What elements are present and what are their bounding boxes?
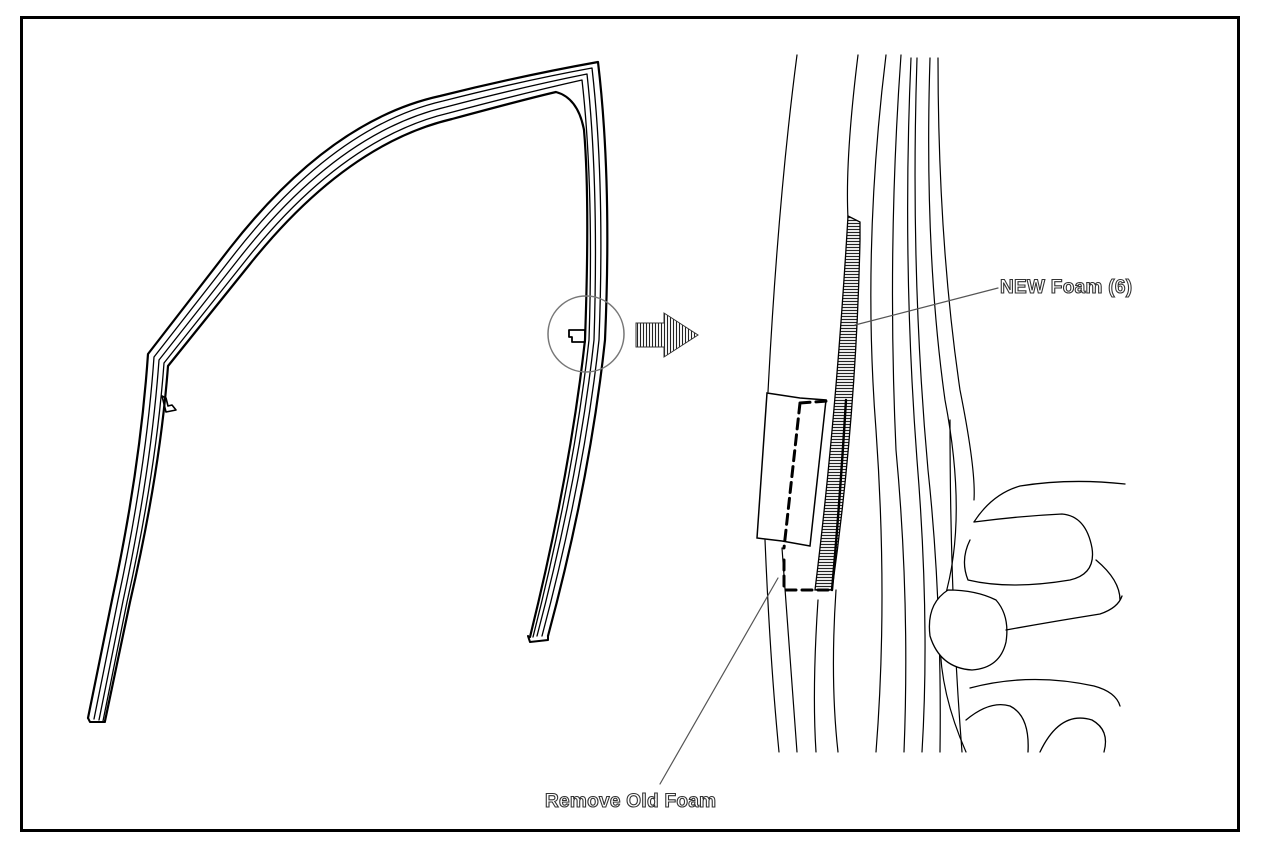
new-foam-label: NEW Foam (6) (999, 276, 1133, 298)
frame-channel-line-3 (102, 79, 592, 722)
panel-line-2 (764, 539, 780, 753)
detail-arrow (635, 312, 699, 358)
panel-line-6 (891, 54, 907, 753)
panel-line-7 (907, 57, 926, 753)
hand-index-finger (963, 513, 1094, 586)
leader-new-foam (854, 287, 999, 326)
panel-line-5 (870, 54, 887, 753)
frame-outer-edge (86, 60, 609, 720)
door-window-frame (86, 60, 609, 723)
frame-left-end-cap (87, 717, 106, 723)
panel-line-12 (813, 599, 819, 753)
panel-line-11 (949, 419, 963, 753)
hand-knuckle-1 (1095, 559, 1121, 601)
panel-line-9 (928, 57, 967, 753)
detail-view (659, 54, 1126, 785)
hand-pinky (969, 678, 1121, 707)
leader-remove-old-foam (659, 577, 779, 785)
panel-line-4 (832, 589, 839, 753)
detail-callout-circle (547, 295, 625, 373)
remove-old-foam-label: Remove Old Foam (544, 790, 717, 812)
frame-clip-right (568, 329, 586, 343)
new-foam-edge (830, 398, 848, 592)
figure-border (20, 16, 1240, 832)
frame-channel-line-2 (98, 73, 597, 721)
frame-right-end-cap (527, 635, 549, 643)
hand-middle-finger (928, 589, 1008, 671)
hand-thumb (973, 480, 1126, 523)
old-foam-outline (782, 399, 834, 592)
panel-line-1 (767, 54, 798, 393)
hand-ring-finger (1005, 595, 1123, 631)
hand-palm (965, 703, 1029, 753)
hand-illustration (928, 480, 1126, 753)
frame-channel-line-1 (93, 67, 602, 720)
panel-line-10 (937, 57, 975, 501)
frame-inner-edge (103, 90, 589, 723)
hand-wrist (1039, 717, 1107, 753)
panel-line-3 (846, 54, 859, 219)
frame-clip-left (161, 395, 177, 413)
